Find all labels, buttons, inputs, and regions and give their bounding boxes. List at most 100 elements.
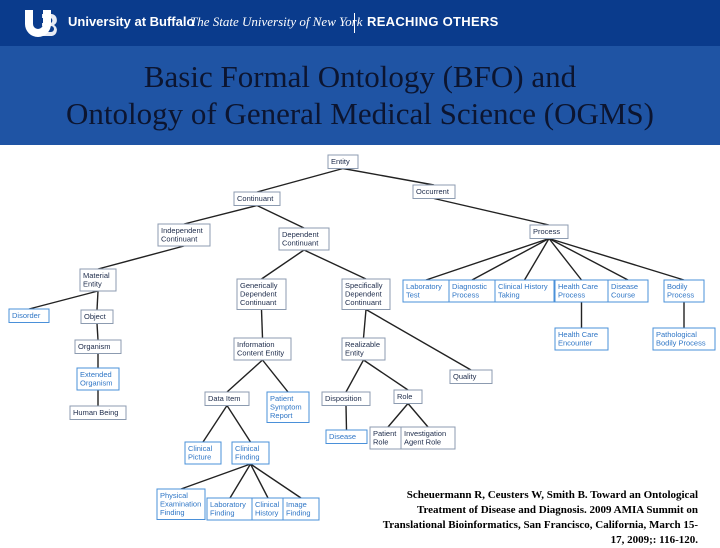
- node-label: Continuant: [345, 298, 382, 307]
- node-label: Laboratory: [406, 282, 442, 291]
- header-slogan: REACHING OTHERS: [367, 14, 499, 29]
- node-label: Entity: [345, 349, 364, 358]
- node-box: [233, 191, 281, 206]
- node-human: Human Being: [69, 405, 127, 420]
- node-label: Taking: [498, 291, 520, 300]
- node-label: Pathological: [656, 330, 697, 339]
- edge-role-iarole: [407, 403, 429, 428]
- node-box: [74, 339, 122, 354]
- node-label: Content Entity: [237, 349, 284, 358]
- node-box: [231, 441, 270, 465]
- edge-object-organism: [96, 323, 99, 341]
- node-label: Independent: [161, 226, 204, 235]
- node-box: [412, 184, 456, 199]
- node-box: [236, 278, 287, 310]
- node-disease: Disease: [325, 429, 368, 444]
- node-box: [341, 337, 386, 361]
- node-label: Continuant: [161, 235, 198, 244]
- node-label: Entity: [83, 280, 102, 289]
- edge-dep-gdc: [261, 249, 305, 280]
- edge-realizable-role: [363, 359, 409, 391]
- node-box: [663, 279, 705, 303]
- node-label: Test: [406, 291, 421, 300]
- node-label: Finding: [286, 509, 311, 518]
- ontology-nodes: EntityContinuantOccurrentIndependentCont…: [8, 154, 716, 521]
- university-name: University at Buffalo: [68, 14, 195, 29]
- node-label: Symptom: [270, 403, 302, 412]
- node-label: Picture: [188, 453, 211, 462]
- node-label: Continuant: [282, 239, 319, 248]
- node-box: [325, 429, 368, 444]
- citation-line-2: Treatment of Disease and Diagnosis. 2009…: [416, 504, 698, 516]
- edge-cfind-imgf: [250, 463, 302, 499]
- node-box: [400, 426, 456, 450]
- title-banner: [0, 46, 720, 145]
- node-label: Finding: [210, 509, 235, 518]
- node-quality: Quality: [449, 369, 493, 384]
- edge-material-disorder: [28, 290, 99, 310]
- slide-title-line-1: Basic Formal Ontology (BFO) and: [143, 59, 577, 94]
- node-label: Laboratory: [210, 500, 246, 509]
- node-box: [278, 227, 330, 251]
- node-label: Material: [83, 271, 110, 280]
- edge-cfind-labf: [229, 463, 252, 499]
- node-label: Patient: [270, 394, 294, 403]
- edge-entity-occurrent: [342, 167, 435, 186]
- node-process: Process: [529, 224, 569, 239]
- node-label: Clinical: [188, 444, 213, 453]
- node-label: Finding: [160, 508, 185, 517]
- node-disorder: Disorder: [8, 308, 50, 323]
- node-box: [8, 308, 50, 323]
- university-header-bar: University at Buffalo The State Universi…: [0, 0, 720, 46]
- edge-process-chtaking: [523, 238, 550, 281]
- node-label: Clinical History: [498, 282, 548, 291]
- node-label: Role: [373, 438, 388, 447]
- node-label: Object: [84, 312, 107, 321]
- node-label: Disposition: [325, 394, 362, 403]
- edge-process-bproc: [548, 237, 685, 281]
- edge-entity-continuant: [256, 167, 344, 193]
- node-box: [607, 279, 649, 303]
- edge-cfind-chist: [249, 463, 269, 499]
- node-box: [321, 391, 371, 406]
- ontology-diagram: EntityContinuantOccurrentIndependentCont…: [8, 154, 716, 521]
- node-box: [233, 337, 292, 361]
- node-label: Role: [397, 392, 412, 401]
- node-label: Disorder: [12, 311, 41, 320]
- edge-process-hcproc: [548, 238, 583, 281]
- slide-title: Basic Formal Ontology (BFO) and Ontology…: [0, 58, 720, 132]
- edge-continuant-dep: [256, 204, 305, 229]
- edge-ice-psr: [261, 359, 289, 393]
- node-label: Process: [558, 291, 585, 300]
- node-label: Health Care: [558, 282, 598, 291]
- node-label: Health Care: [558, 330, 598, 339]
- node-box: [184, 441, 222, 465]
- node-label: Clinical: [255, 500, 280, 509]
- node-label: Bodily Process: [656, 339, 706, 348]
- node-label: Human Being: [73, 408, 118, 417]
- node-label: Occurrent: [416, 187, 450, 196]
- node-label: Examination: [160, 500, 201, 509]
- node-label: Realizable: [345, 340, 380, 349]
- node-label: Finding: [235, 453, 260, 462]
- node-disposition: Disposition: [321, 391, 371, 406]
- node-box: [494, 279, 555, 303]
- edge-material-object: [96, 290, 99, 311]
- node-box: [156, 488, 206, 520]
- slide-title-line-2: Ontology of General Medical Science (OGM…: [66, 96, 654, 131]
- node-box: [79, 268, 117, 292]
- node-box: [327, 154, 359, 169]
- citation-line-1: Scheuermann R, Ceusters W, Smith B. Towa…: [406, 489, 698, 501]
- edge-indep-material: [97, 245, 185, 270]
- node-label: Quality: [453, 372, 477, 381]
- node-box: [529, 224, 569, 239]
